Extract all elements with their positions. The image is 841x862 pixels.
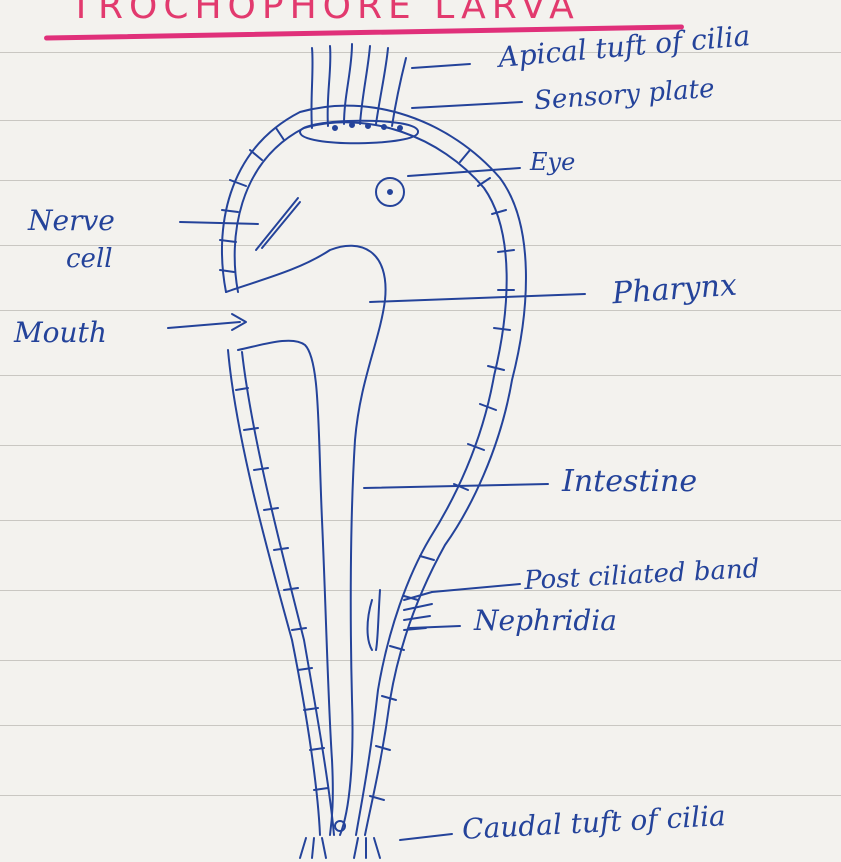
left-outer-wall <box>228 350 320 835</box>
leader-pharynx <box>370 294 585 302</box>
leader-nephridia <box>410 626 460 628</box>
leader-sensory-plate <box>412 102 522 108</box>
leader-apical-tuft <box>412 64 470 68</box>
inner-body-wall <box>235 122 507 835</box>
label-eye: Eye <box>530 148 575 176</box>
leader-caudal-tuft <box>400 834 452 840</box>
leader-eye <box>408 168 520 176</box>
apical-cilium <box>311 48 312 128</box>
nerve-cell <box>256 198 298 250</box>
leader-mouth <box>168 322 240 328</box>
caudal-cilium <box>354 838 380 858</box>
left-inner-wall <box>242 352 334 835</box>
apical-cilium <box>344 44 352 124</box>
nephridium <box>368 600 373 650</box>
label-nephridia: Nephridia <box>474 604 617 637</box>
apical-cilium <box>360 46 370 124</box>
apical-cilium <box>328 46 331 126</box>
label-intestine: Intestine <box>562 464 697 499</box>
leader-nerve-cell <box>180 222 258 224</box>
label-mouth: Mouth <box>14 316 107 349</box>
apical-cilium <box>392 58 406 126</box>
label-cell: cell <box>66 244 113 274</box>
caudal-cilium <box>300 838 326 858</box>
pharynx-intestine-right <box>226 246 386 835</box>
apical-cilium <box>376 48 388 124</box>
label-nerve: Nerve <box>28 204 115 237</box>
leader-post-ciliated-band <box>432 584 520 592</box>
